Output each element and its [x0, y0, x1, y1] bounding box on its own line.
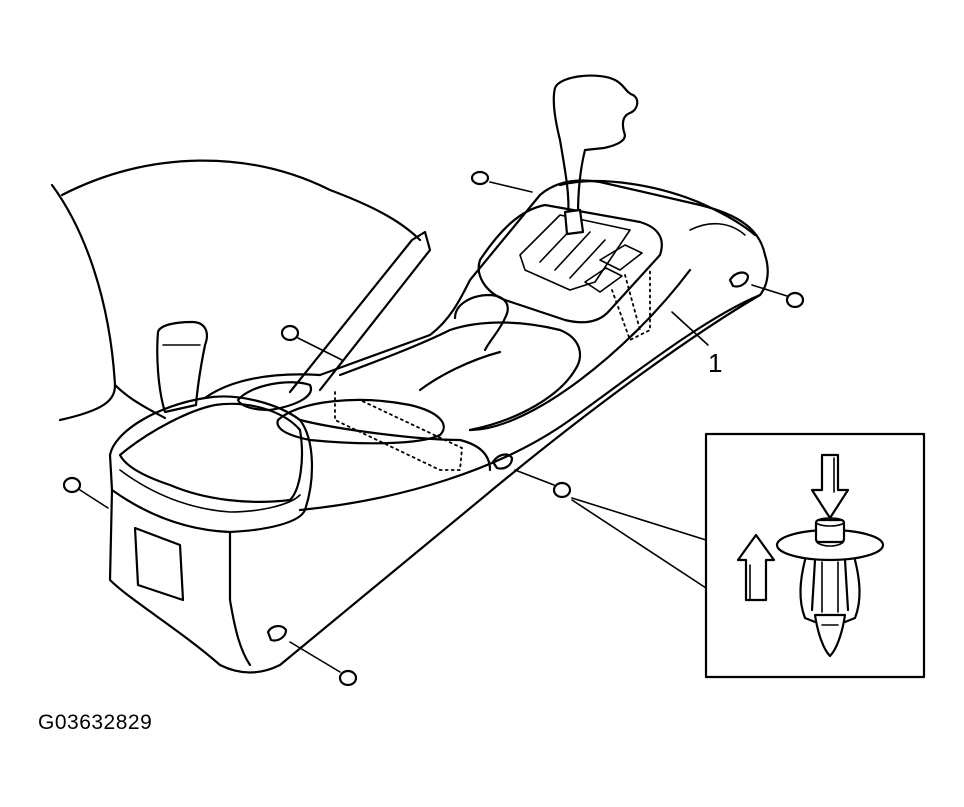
figure-id: G03632829: [38, 711, 153, 734]
callout-label-1: 1: [708, 348, 723, 378]
fastener-rear-top: [470, 170, 533, 193]
up-arrow-icon: [736, 533, 776, 602]
fastener-bottom: [289, 641, 358, 687]
fasteners: [62, 170, 805, 687]
callout-leader-1: [671, 311, 709, 346]
parking-brake-lever: [156, 320, 209, 414]
background-outline: [50, 159, 422, 422]
fastener-mid: [514, 469, 572, 499]
fastener-right: [751, 284, 805, 309]
clip-fastener-icon: [775, 517, 885, 658]
console-body: [108, 179, 769, 674]
fastener-left-front: [62, 476, 109, 509]
detail-box: [704, 432, 926, 679]
down-arrow-icon: [810, 453, 850, 520]
fastener-left-upper: [280, 324, 343, 361]
seat-belt-trim: [288, 230, 432, 394]
shift-lever: [552, 74, 639, 236]
detail-leaders: [571, 497, 707, 589]
